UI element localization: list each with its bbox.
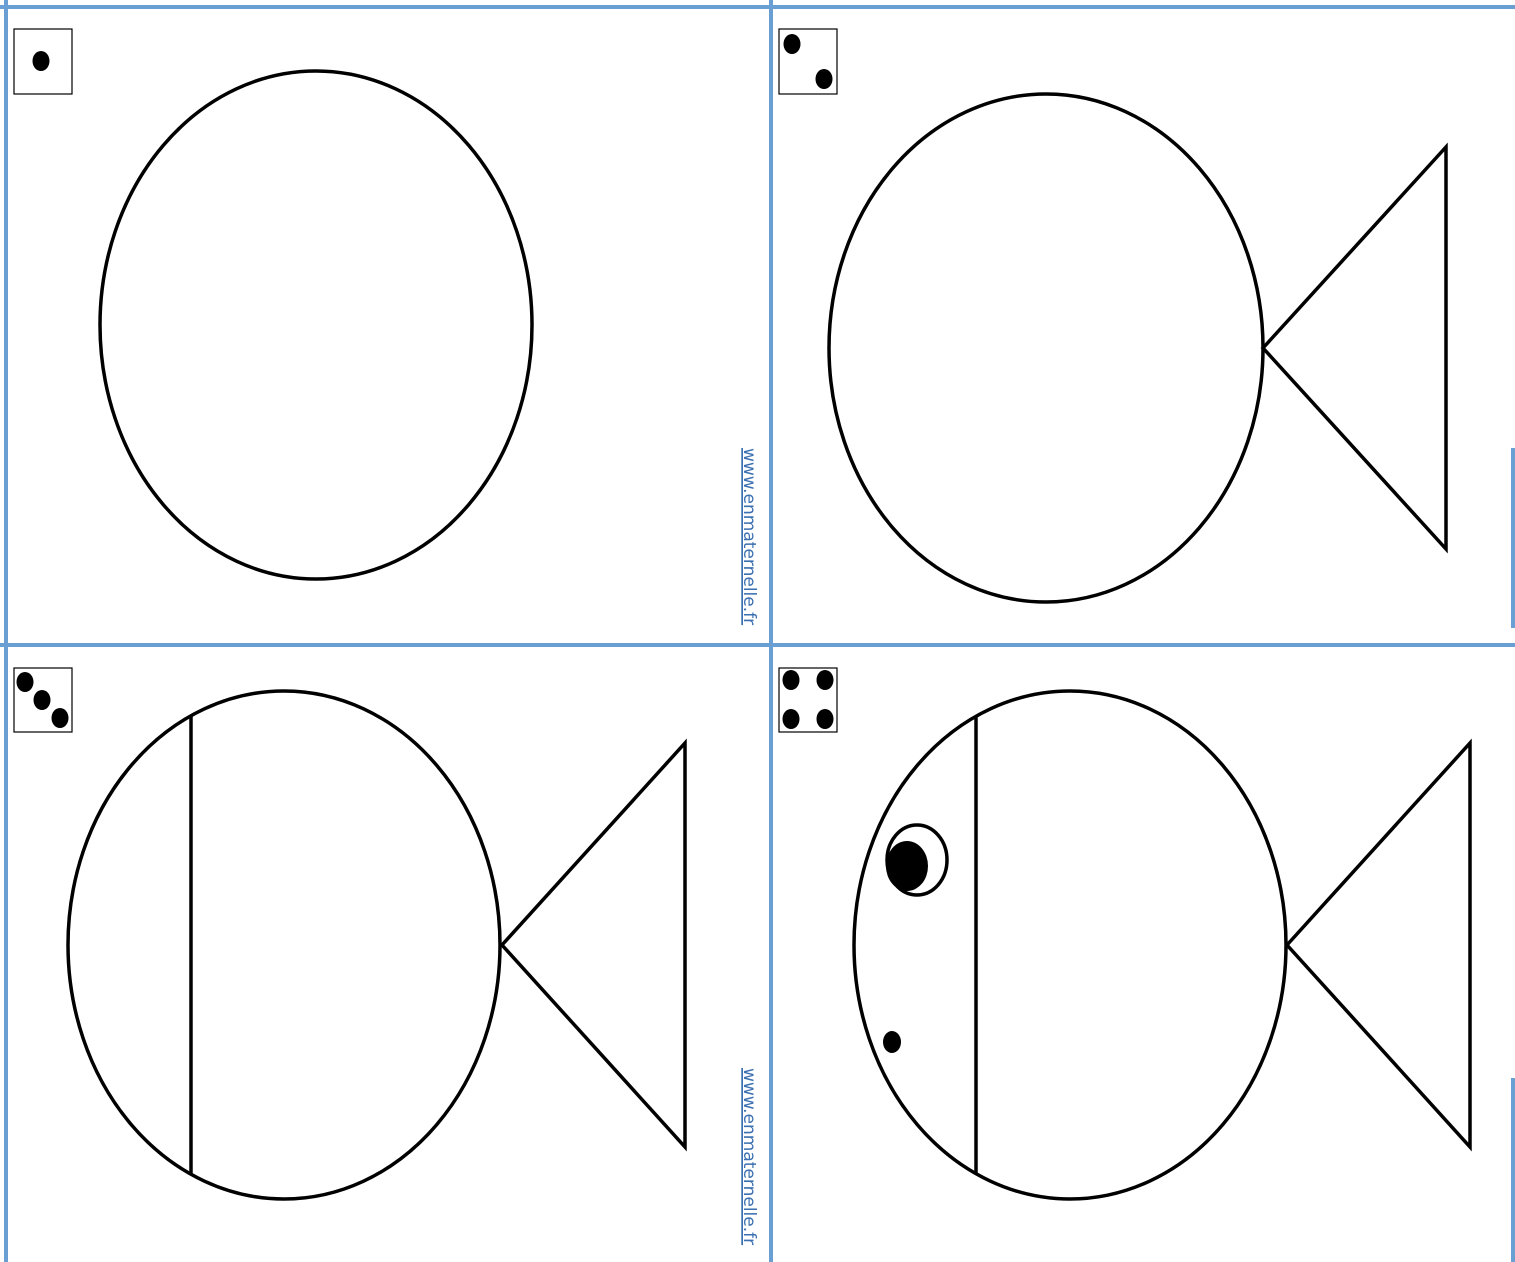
die-pip: [52, 708, 69, 728]
card-step-2: [779, 29, 1446, 602]
die-pip: [17, 672, 34, 692]
fish-tail: [502, 743, 685, 1147]
die-pip: [33, 51, 50, 71]
eye-pupil: [886, 841, 928, 891]
card-step-3: www.enmaternelle.fr: [14, 668, 759, 1245]
die-face-four: [779, 668, 837, 732]
die-face-three: [14, 668, 72, 732]
die-pip: [817, 670, 834, 690]
fish-body: [100, 71, 532, 579]
fish-body: [854, 691, 1286, 1199]
fish-tail: [1287, 743, 1470, 1147]
card-step-4: [779, 668, 1470, 1199]
card-step-1: www.enmaternelle.fr: [14, 29, 759, 625]
fish-mouth: [883, 1031, 901, 1053]
watermark-text: www.enmaternelle.fr: [739, 1068, 759, 1245]
die-pip: [34, 690, 51, 710]
die-pip: [784, 34, 801, 54]
watermark-text: www.enmaternelle.fr: [739, 448, 759, 625]
die-pip: [816, 69, 833, 89]
die-face-one: [14, 29, 72, 94]
fish-body: [68, 691, 500, 1199]
fish-tail: [1263, 147, 1446, 549]
die-pip: [783, 670, 800, 690]
die-pip: [783, 709, 800, 729]
fish-body: [829, 94, 1263, 602]
die-face-two: [779, 29, 837, 94]
die-pip: [817, 709, 834, 729]
fish-eye: [886, 825, 947, 895]
